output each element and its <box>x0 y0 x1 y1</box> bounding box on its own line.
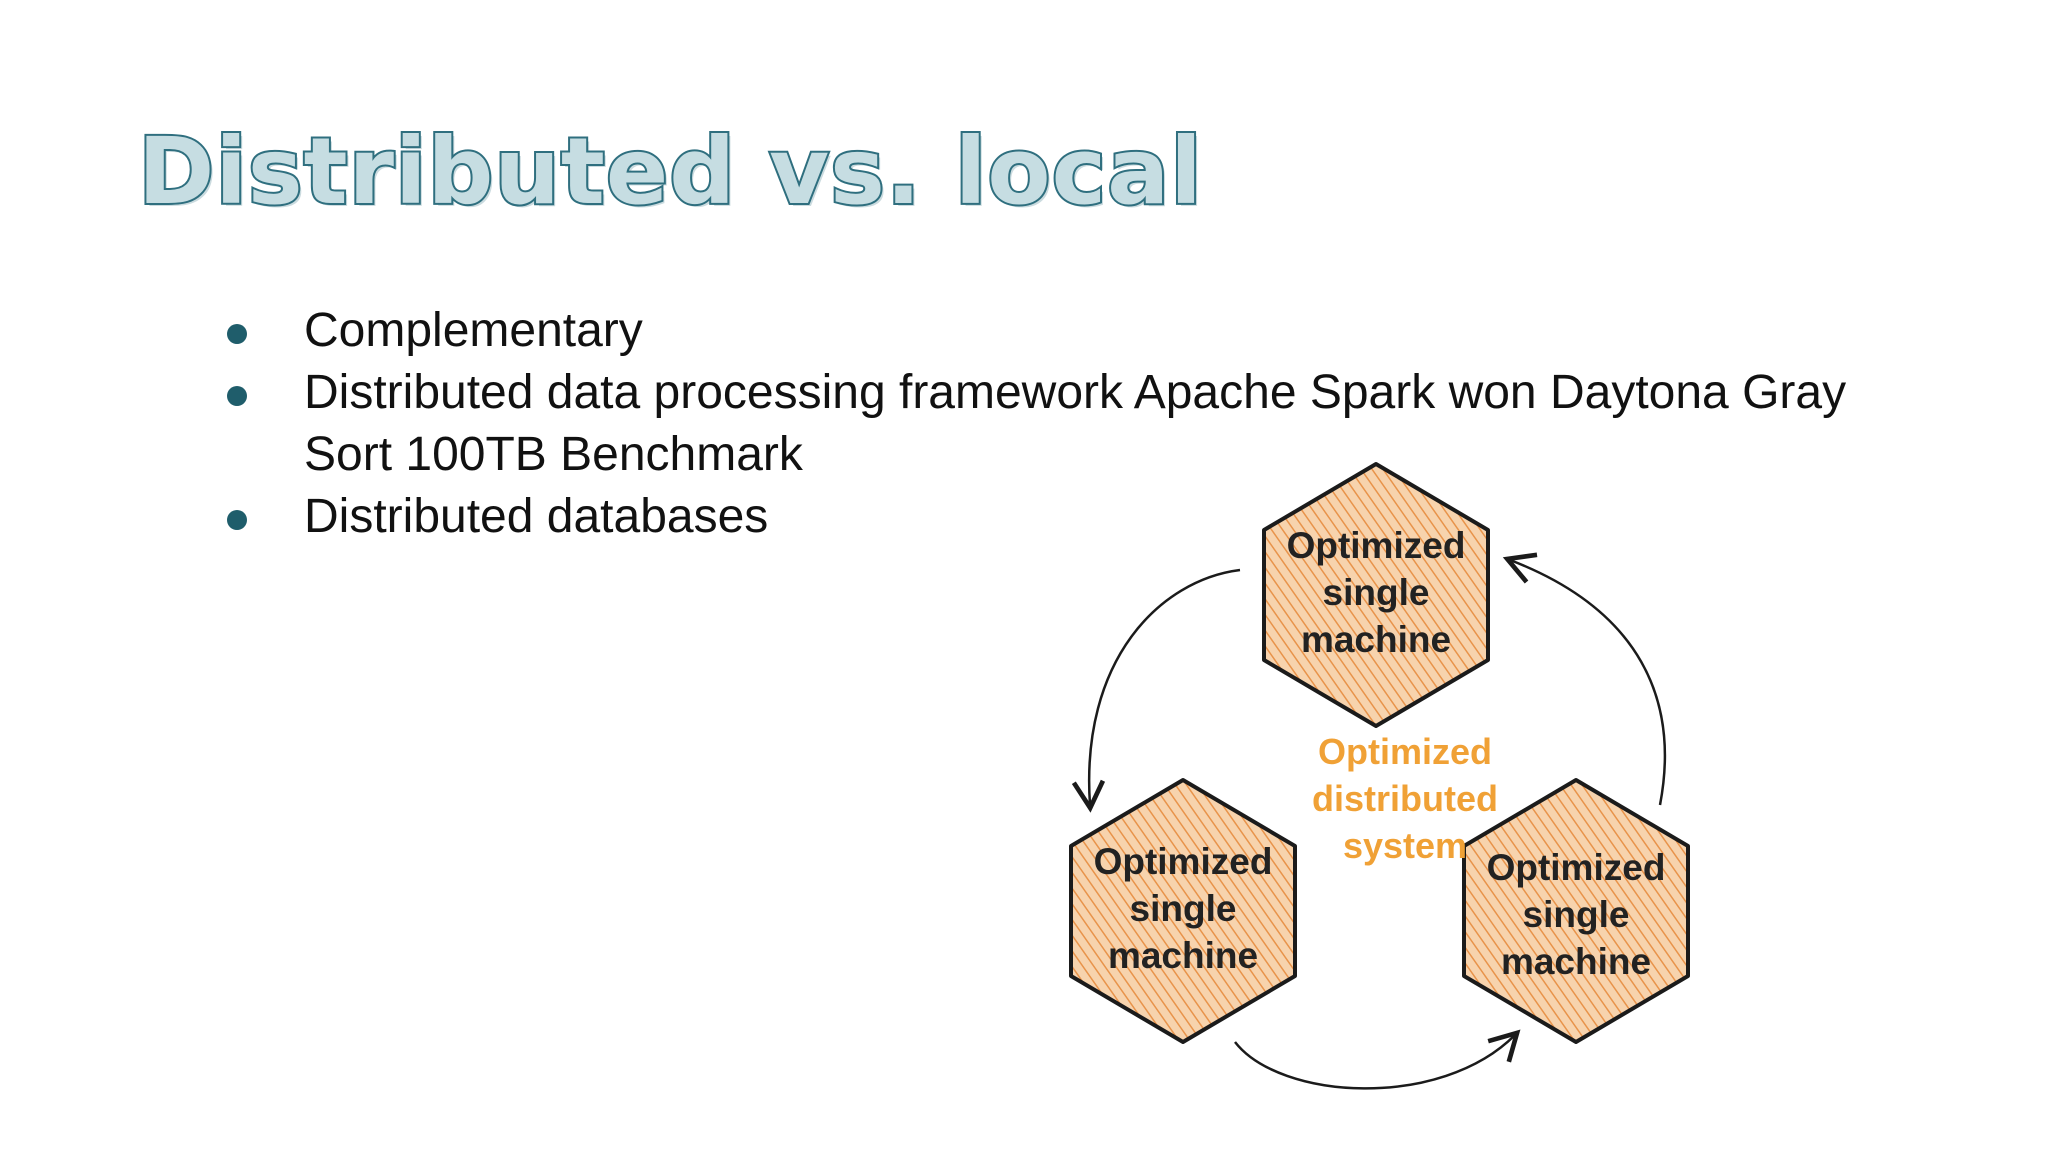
hex-label-line: single <box>1129 888 1237 929</box>
hex-label-line: Optimized <box>1093 841 1273 882</box>
bullet-item: Distributed data processing framework Ap… <box>212 362 1864 486</box>
bullet-dot-icon <box>227 510 247 530</box>
bullet-dot-icon <box>227 386 247 406</box>
slide-title: Distributed vs. local <box>136 116 1204 227</box>
bullet-list: Complementary Distributed data processin… <box>212 300 1864 548</box>
center-label-line: system <box>1342 825 1468 866</box>
center-label: Optimized distributed system <box>1270 728 1540 869</box>
bullet-item: Distributed databases <box>212 486 1864 548</box>
hex-label-line: Optimized <box>1286 525 1466 566</box>
distributed-system-diagram: Optimized single machine Optimized singl… <box>1050 450 1750 1110</box>
bullet-item: Complementary <box>212 300 1864 362</box>
bullet-text: Complementary <box>304 304 643 357</box>
hex-label-line: machine <box>1500 941 1652 982</box>
hex-label-line: single <box>1322 572 1430 613</box>
hex-label-line: machine <box>1107 935 1259 976</box>
hexagon-top-shape <box>1262 462 1490 728</box>
hex-label-line: machine <box>1300 619 1452 660</box>
bullet-text: Distributed databases <box>304 490 769 543</box>
center-label-line: distributed <box>1312 778 1498 819</box>
hexagon-right-label: Optimized single machine <box>1461 844 1691 985</box>
hex-label-line: single <box>1522 894 1630 935</box>
hexagon-right-shape <box>1462 778 1690 1044</box>
center-label-line: Optimized <box>1317 731 1492 772</box>
arrow-left-to-right <box>1234 1029 1521 1090</box>
bullet-text: Distributed data processing framework Ap… <box>304 366 1847 481</box>
hexagon-top-label: Optimized single machine <box>1261 522 1491 663</box>
hexagon-left-label: Optimized single machine <box>1068 838 1298 979</box>
hexagon-left-shape <box>1069 778 1297 1044</box>
hex-label-line: Optimized <box>1486 847 1666 888</box>
bullet-dot-icon <box>227 324 247 344</box>
arrow-right-to-top <box>1502 552 1667 806</box>
diagram-graphics <box>1069 462 1690 1090</box>
arrow-top-to-left <box>1071 568 1241 813</box>
